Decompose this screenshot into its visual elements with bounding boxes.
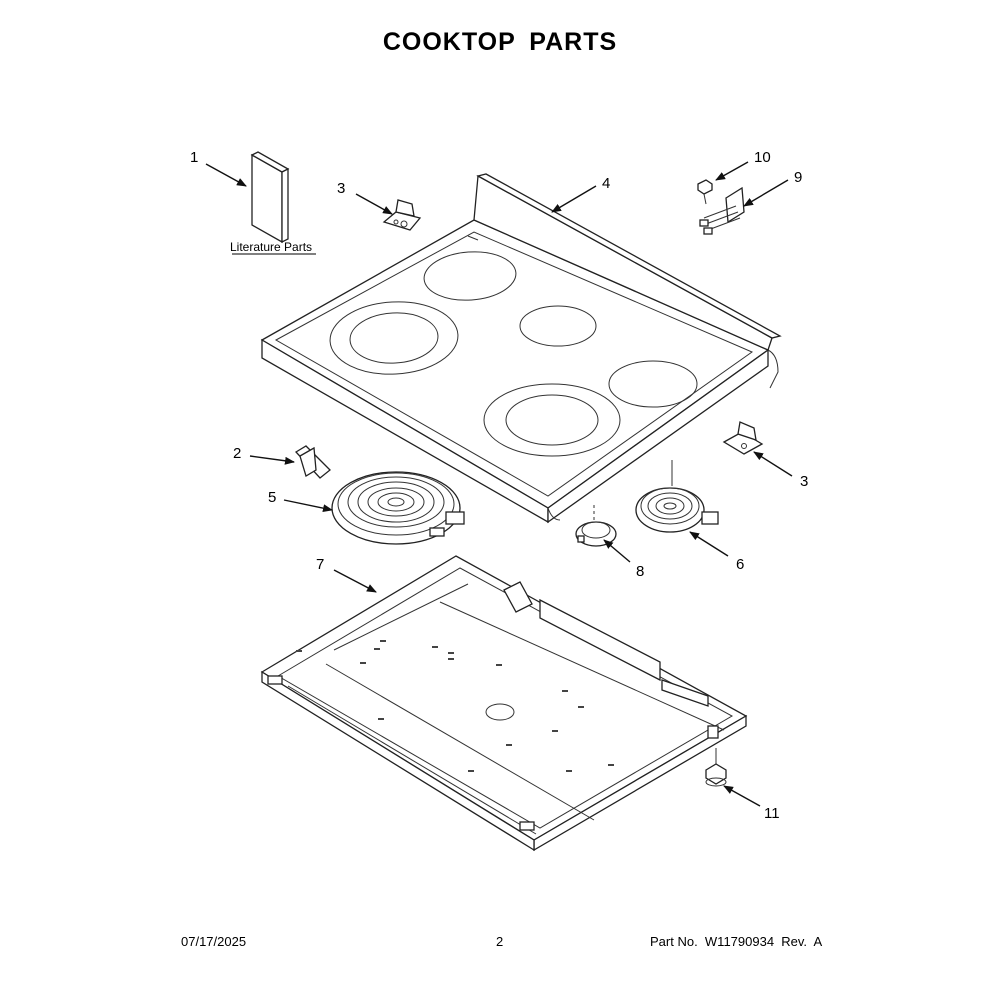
literature-parts-label: Literature Parts [230,240,312,254]
callout-3-upper: 3 [337,180,345,197]
bracket-upper [382,199,422,231]
callout-1: 1 [190,149,198,166]
pan-screw [705,748,727,787]
callout-7: 7 [316,556,324,573]
callout-8: 8 [636,563,644,580]
terminal-block [699,186,745,235]
literature-parts-booklet: Literature Parts [230,151,316,255]
footer-part-number: Part No. W11790934 Rev. A [650,934,823,949]
bracket-lower [722,421,764,455]
callout-6: 6 [736,556,744,573]
callout-5: 5 [268,489,276,506]
callout-2: 2 [233,445,241,462]
callout-10: 10 [754,149,771,166]
callout-9: 9 [794,169,802,186]
small-heating-element [635,460,719,533]
cooktop-pan [260,555,748,852]
pan-slots [296,640,614,772]
footer-page-number: 2 [496,934,504,949]
large-heating-element [331,471,465,545]
footer-date: 07/17/2025 [181,934,247,949]
leader-arrows [205,161,793,807]
callout-11: 11 [764,805,780,822]
terminal-screw [697,179,713,205]
clip [294,445,331,479]
callout-4: 4 [602,175,610,192]
page-title: COOKTOP PARTS [382,28,618,56]
spacer-ring [575,505,617,547]
callout-3-lower: 3 [800,473,808,490]
cooktop-main-top [260,173,782,524]
